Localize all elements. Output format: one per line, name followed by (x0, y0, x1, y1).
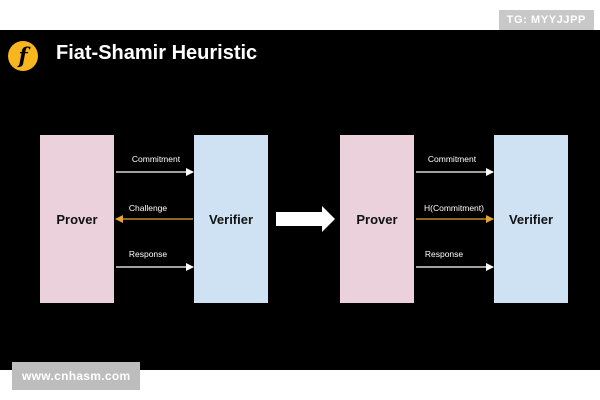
left-verifier-box: Verifier (194, 135, 268, 303)
slide-title: Fiat-Shamir Heuristic (56, 42, 258, 64)
left-response-label: Response (128, 249, 168, 259)
right-response-label: Response (424, 249, 464, 259)
right-verifier-label: Verifier (508, 211, 554, 227)
left-verifier-label: Verifier (208, 211, 254, 227)
right-prover-label: Prover (356, 211, 398, 227)
right-hash-commitment-label: H(Commitment) (424, 203, 484, 213)
logo-icon: f (8, 41, 38, 71)
tg-watermark: TG: MYYJJPP (498, 10, 594, 30)
left-prover-box: Prover (40, 135, 114, 303)
arrows-layer (115, 168, 494, 271)
left-prover-label: Prover (56, 211, 98, 227)
site-watermark: www.cnhasm.com (12, 362, 141, 390)
left-commitment-label: Commitment (131, 154, 181, 164)
transform-arrow-icon (276, 206, 335, 232)
slide: f Fiat-Shamir Heuristic Prover Verifier … (0, 30, 600, 370)
right-verifier-box: Verifier (494, 135, 568, 303)
right-commitment-label: Commitment (427, 154, 477, 164)
left-challenge-label: Challenge (128, 203, 168, 213)
right-prover-box: Prover (340, 135, 414, 303)
